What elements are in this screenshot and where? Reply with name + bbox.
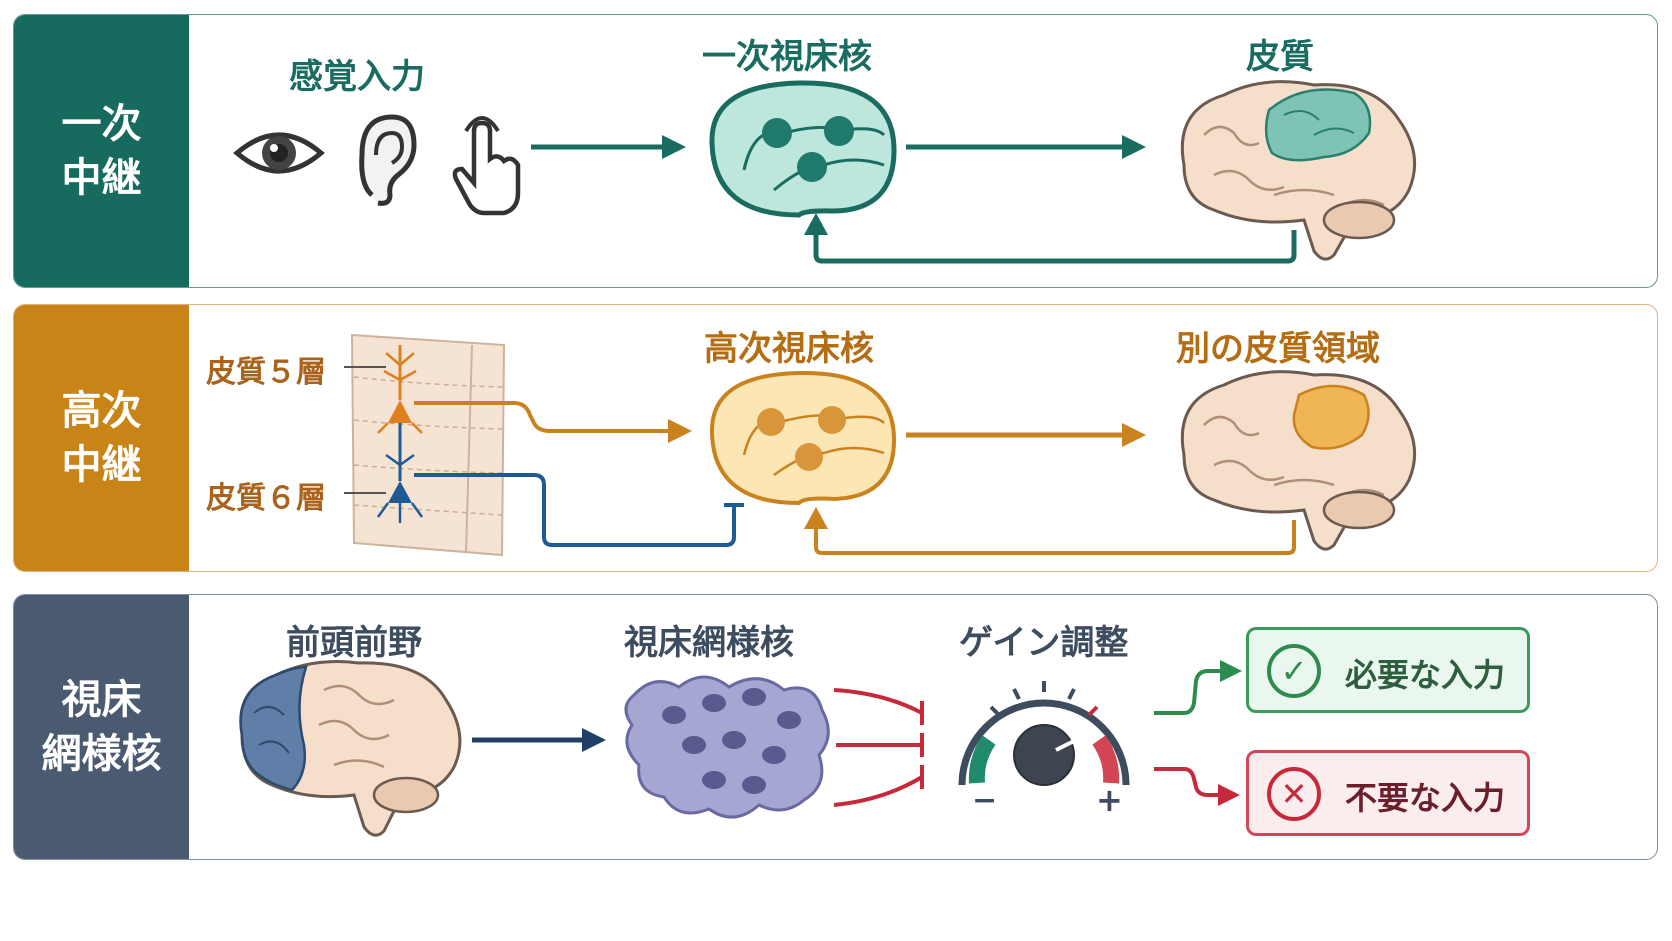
unneeded-input-box: ✕ 不要な入力 xyxy=(1246,750,1530,836)
label-line-2: 中継 xyxy=(61,442,142,488)
primary-thalamus-title: 一次視床核 xyxy=(702,37,872,77)
cross-icon: ✕ xyxy=(1267,767,1321,821)
needed-input-box: ✓ 必要な入力 xyxy=(1246,627,1530,713)
touch-hand-icon xyxy=(452,116,521,216)
trn-diagram xyxy=(239,660,1242,837)
other-cortex-title: 別の皮質領域 xyxy=(1176,329,1380,369)
gain-title: ゲイン調整 xyxy=(959,623,1129,663)
label-line-1: 視床 xyxy=(61,677,142,723)
prefrontal-brain xyxy=(239,660,462,837)
trn-nucleus xyxy=(624,675,830,819)
higher-order-relay-label: 高次 中継 xyxy=(14,305,189,571)
sensory-input-title: 感覚入力 xyxy=(289,57,425,97)
trn-panel-label: 視床 網様核 xyxy=(14,595,189,859)
ear-icon xyxy=(359,114,417,206)
unneeded-input-label: 不要な入力 xyxy=(1345,779,1506,817)
eye-icon xyxy=(233,132,325,174)
layer5-label: 皮質５層 xyxy=(206,355,326,390)
primary-thalamus-nucleus xyxy=(709,80,897,218)
cortex-brain xyxy=(1180,80,1417,261)
gain-dial xyxy=(958,681,1130,786)
layer6-neuron xyxy=(376,423,424,523)
needed-input-label: 必要な入力 xyxy=(1345,656,1506,694)
prefrontal-title: 前頭前野 xyxy=(286,623,422,663)
inhibitory-projections xyxy=(833,688,924,807)
primary-relay-diagram xyxy=(233,80,1417,264)
gain-plus-label: + xyxy=(1096,781,1123,819)
trn-title: 視床網様核 xyxy=(624,623,794,663)
label-line-2: 網様核 xyxy=(41,731,162,777)
label-line-1: 一次 xyxy=(61,101,142,147)
primary-relay-panel: 一次 中継 感覚入力 一次視床核 皮質 xyxy=(13,14,1658,288)
layer5-neuron xyxy=(377,345,423,434)
other-cortex-brain xyxy=(1180,370,1417,551)
layer6-label: 皮質６層 xyxy=(206,481,326,516)
primary-relay-label: 一次 中継 xyxy=(14,15,189,287)
higher-order-relay-diagram xyxy=(344,333,1417,557)
cortex-title: 皮質 xyxy=(1246,37,1314,77)
trn-panel: 視床 網様核 前頭前野 視床網様核 ゲイン調整 − + xyxy=(13,594,1658,860)
label-line-1: 高次 xyxy=(61,388,142,434)
higher-thalamus-title: 高次視床核 xyxy=(704,329,874,369)
label-line-2: 中継 xyxy=(61,155,142,201)
check-icon: ✓ xyxy=(1267,644,1321,698)
higher-thalamus-nucleus xyxy=(709,370,897,506)
higher-order-relay-panel: 高次 中継 皮質５層 皮質６層 高次視床核 別の皮質領域 xyxy=(13,304,1658,572)
gain-minus-label: − xyxy=(972,783,998,818)
